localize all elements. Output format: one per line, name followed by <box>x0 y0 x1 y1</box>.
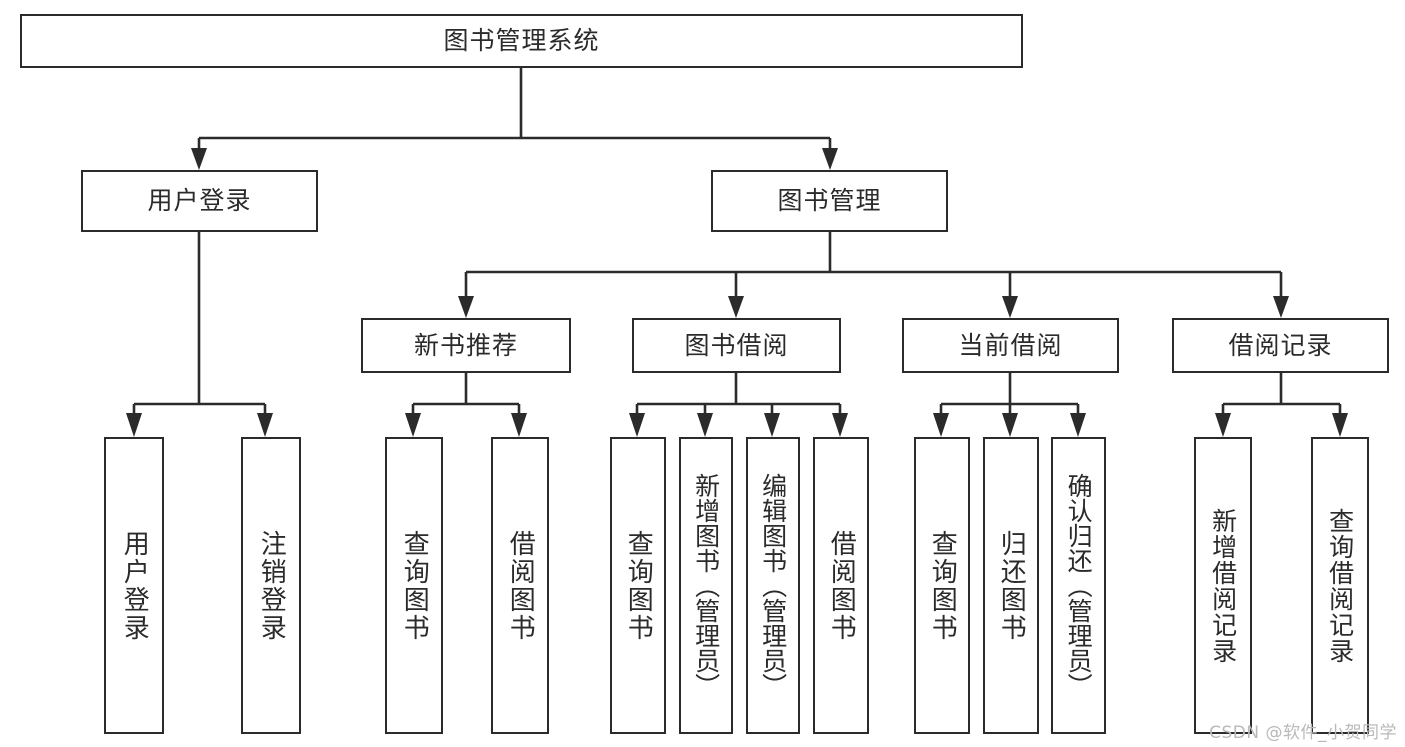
leaf-current-borrow-confirm-return-admin[interactable]: 确认归还（管理员） <box>1051 437 1106 734</box>
leaf-new-book-borrow-book[interactable]: 借阅图书 <box>491 437 549 734</box>
arrowhead-borrowrecord <box>1273 296 1289 318</box>
node-root-book-management-system[interactable]: 图书管理系统 <box>20 14 1023 68</box>
arrowhead-nb-leaf1 <box>405 413 421 437</box>
arrowhead-bb-leaf3 <box>764 413 780 437</box>
arrowhead-cb-leaf3 <box>1070 413 1086 437</box>
leaf-current-borrow-return-book[interactable]: 归还图书 <box>983 437 1039 734</box>
leaf-borrow-record-query-record[interactable]: 查询借阅记录 <box>1311 437 1369 734</box>
leaf-book-borrow-query-book[interactable]: 查询图书 <box>610 437 666 734</box>
node-borrow-record[interactable]: 借阅记录 <box>1172 318 1389 373</box>
arrowhead-leaf-logout <box>257 413 273 437</box>
leaf-new-book-query-book[interactable]: 查询图书 <box>385 437 443 734</box>
arrowhead-userlogin <box>191 148 207 170</box>
arrowhead-bb-leaf1 <box>629 413 645 437</box>
leaf-user-login-logout[interactable]: 注销登录 <box>241 437 301 734</box>
node-new-book-recommend[interactable]: 新书推荐 <box>361 318 571 373</box>
leaf-borrow-record-add-record[interactable]: 新增借阅记录 <box>1194 437 1252 734</box>
arrowhead-nb-leaf2 <box>511 413 527 437</box>
arrowhead-leaf-user-login <box>126 413 142 437</box>
arrowhead-br-leaf2 <box>1332 413 1348 437</box>
arrowhead-br-leaf1 <box>1215 413 1231 437</box>
arrowhead-bookmgmt <box>822 148 838 170</box>
arrowhead-currentborrow <box>1002 296 1018 318</box>
leaf-book-borrow-edit-book-admin[interactable]: 编辑图书（管理员） <box>746 437 800 734</box>
arrowhead-cb-leaf2 <box>1002 413 1018 437</box>
arrowhead-bb-leaf4 <box>832 413 848 437</box>
node-current-borrow[interactable]: 当前借阅 <box>902 318 1119 373</box>
arrowhead-newbook <box>458 296 474 318</box>
node-book-management[interactable]: 图书管理 <box>711 170 948 232</box>
arrowhead-cb-leaf1 <box>933 413 949 437</box>
node-user-login[interactable]: 用户登录 <box>81 170 318 232</box>
arrowhead-bb-leaf2 <box>697 413 713 437</box>
leaf-book-borrow-borrow-book[interactable]: 借阅图书 <box>813 437 869 734</box>
leaf-book-borrow-add-book-admin[interactable]: 新增图书（管理员） <box>679 437 733 734</box>
leaf-current-borrow-query-book[interactable]: 查询图书 <box>914 437 970 734</box>
csdn-watermark: CSDN @软件_小贺同学 <box>1209 723 1397 743</box>
node-book-borrow[interactable]: 图书借阅 <box>632 318 841 373</box>
arrowhead-bookborrow <box>728 296 744 318</box>
leaf-user-login-login[interactable]: 用户登录 <box>104 437 164 734</box>
